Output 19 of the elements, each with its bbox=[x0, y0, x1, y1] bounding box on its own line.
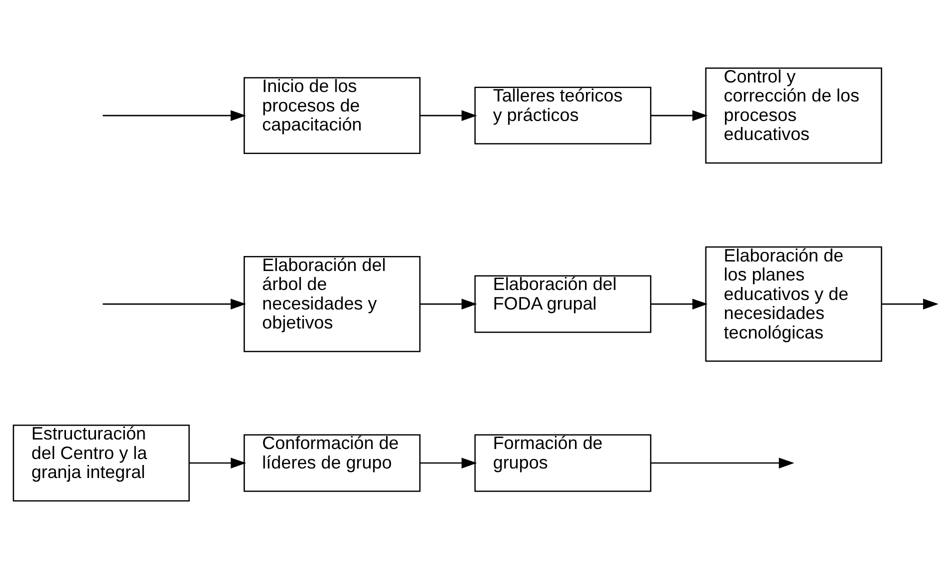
arrow bbox=[102, 298, 246, 310]
arrow bbox=[650, 110, 708, 121]
arrow bbox=[189, 458, 246, 468]
arrow bbox=[882, 298, 938, 310]
node-box: Inicio de los procesos de capacitación bbox=[244, 77, 421, 154]
node-box: Talleres teóricos y prácticos bbox=[474, 86, 652, 144]
node-box: Elaboración del árbol de necesidades y objetivos bbox=[244, 256, 421, 352]
arrow bbox=[102, 110, 246, 121]
node-box: Formación de grupos bbox=[474, 434, 652, 492]
arrow bbox=[420, 298, 477, 310]
arrow bbox=[420, 110, 477, 121]
node-box: Conformación de líderes de grupo bbox=[244, 434, 421, 492]
node-box: Control y corrección de los procesos educativos bbox=[705, 68, 882, 164]
node-box: Elaboración de los planes educativos y de necesidades tecnológicas bbox=[705, 246, 882, 362]
arrow bbox=[650, 458, 794, 468]
node-box: Estructuración del Centro y la granja integral bbox=[12, 424, 190, 502]
node-box: Elaboración del FODA grupal bbox=[474, 275, 652, 333]
arrow bbox=[420, 458, 477, 468]
arrow bbox=[650, 298, 708, 310]
